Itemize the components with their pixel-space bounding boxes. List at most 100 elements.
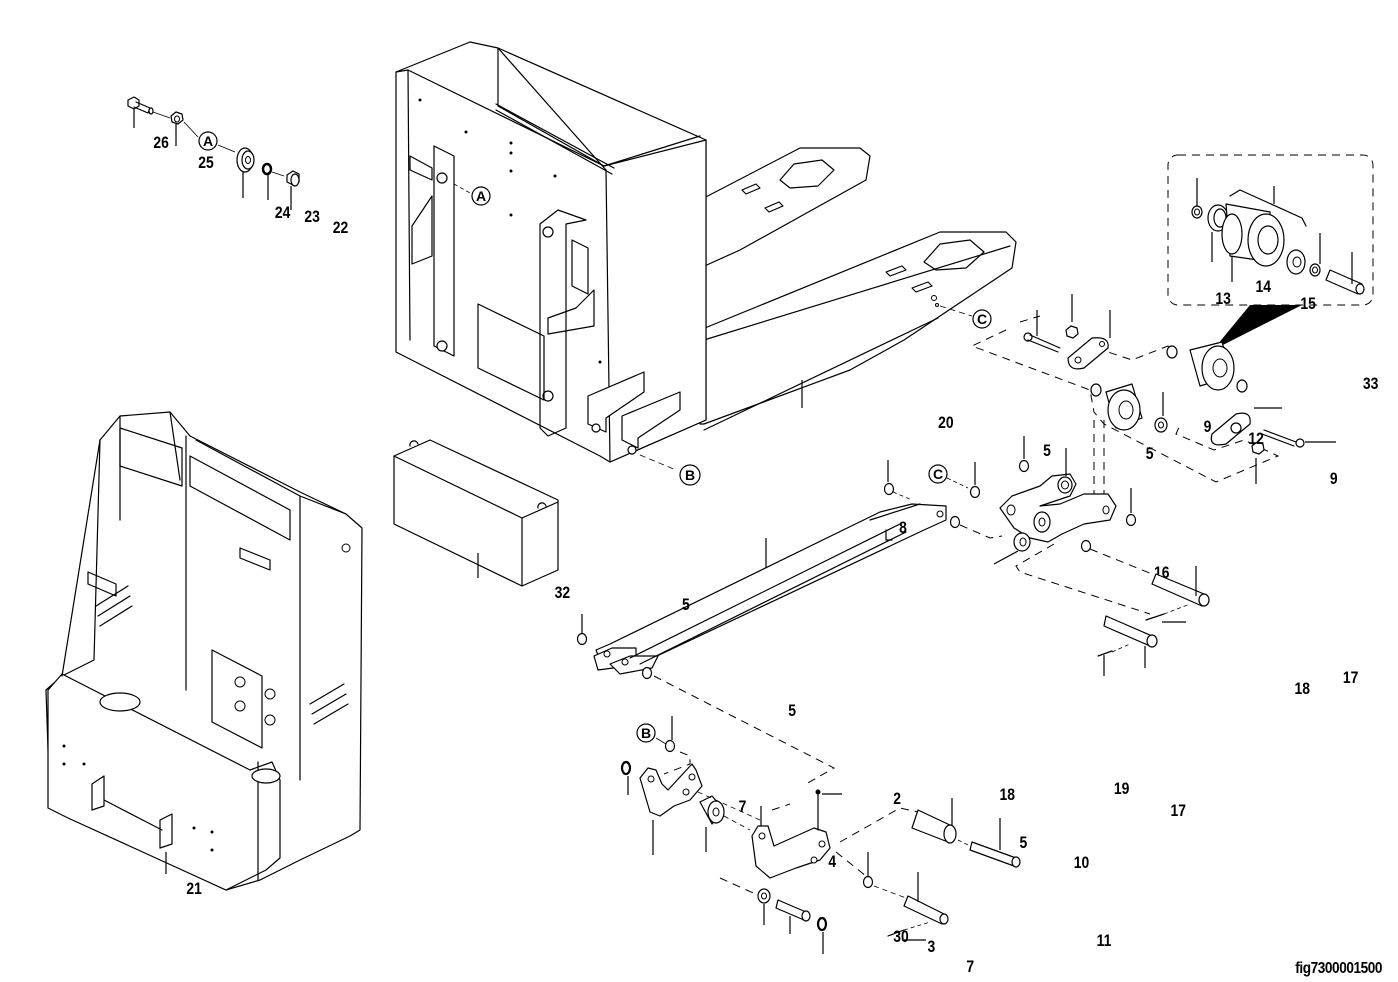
callout-18-lower[interactable]: 18 <box>999 786 1015 805</box>
part-12-roller-bracket[interactable] <box>999 473 1117 543</box>
part-13-bolt-left[interactable] <box>1023 332 1061 353</box>
callout-17-upper[interactable]: 17 <box>1343 669 1358 688</box>
part-3-pin[interactable] <box>775 899 811 922</box>
linkage-group: 8 5 5 5 C <box>576 418 1358 785</box>
part-9-bushing-top[interactable] <box>1018 459 1030 473</box>
callout-17-lower[interactable]: 17 <box>1171 802 1186 821</box>
part-25-nut[interactable] <box>170 111 184 125</box>
part-5-bushing-bracket[interactable] <box>664 739 676 753</box>
part-18-split-pin-lower[interactable] <box>815 789 821 831</box>
callout-2[interactable]: 2 <box>893 790 901 809</box>
part-23-retaining-ring[interactable] <box>261 162 273 176</box>
callout-7-right[interactable]: 7 <box>966 958 974 977</box>
part-10-pin-upper[interactable] <box>1151 573 1210 607</box>
callout-5-top-left[interactable]: 5 <box>1043 442 1051 461</box>
part-17-pin-lower[interactable] <box>969 841 1021 868</box>
callout-25[interactable]: 25 <box>198 154 214 173</box>
part-16-roller[interactable] <box>1013 532 1031 552</box>
part-17-pin-upper[interactable] <box>1103 615 1158 648</box>
part-14-nut-bottom[interactable] <box>1251 441 1265 455</box>
part-15-side-plate-bottom[interactable] <box>1210 412 1251 446</box>
part-22-cap[interactable] <box>286 170 300 187</box>
part-20-fork-frame[interactable]: A B C 20 <box>395 41 1017 486</box>
callout-21[interactable]: 21 <box>186 880 202 899</box>
part-33-bearing[interactable] <box>1154 417 1168 433</box>
part-2-bracket[interactable] <box>751 825 831 879</box>
callout-13-top[interactable]: 13 <box>1215 290 1231 309</box>
part-6-load-roller-upper[interactable] <box>1166 341 1248 393</box>
part-8-push-rod[interactable] <box>593 503 947 675</box>
ref-marker-c-2: C <box>928 464 948 484</box>
part-27-retaining-ring-right[interactable] <box>1309 263 1321 277</box>
callout-4[interactable]: 4 <box>828 853 836 872</box>
part-24-wheel[interactable] <box>236 147 255 173</box>
part-9-bushing-right[interactable] <box>1125 513 1137 527</box>
callout-3[interactable]: 3 <box>927 938 935 957</box>
svg-text:B: B <box>685 467 695 483</box>
svg-text:A: A <box>476 188 486 204</box>
callout-33[interactable]: 33 <box>1363 375 1379 394</box>
ref-marker-b-2: B <box>636 723 656 743</box>
part-26-bolt[interactable] <box>127 96 154 115</box>
callout-5-rod[interactable]: 5 <box>682 596 690 615</box>
part-11-split-pin-lower[interactable] <box>887 929 905 937</box>
part-32-battery[interactable]: 32 <box>393 439 571 603</box>
part-5-bushing-link-right[interactable] <box>1080 539 1092 553</box>
svg-text:C: C <box>977 311 987 327</box>
ref-marker-c-1: C <box>972 309 992 329</box>
part-16-roller-lower-wheel[interactable] <box>1090 383 1143 431</box>
svg-text:B: B <box>641 725 651 741</box>
detail-pointer-arrow <box>1213 305 1302 350</box>
part-18-split-pin-upper[interactable] <box>1097 650 1113 657</box>
svg-text:C: C <box>933 466 943 482</box>
callout-32[interactable]: 32 <box>555 584 571 603</box>
callout-18-upper[interactable]: 18 <box>1294 680 1310 699</box>
callout-20[interactable]: 20 <box>938 414 953 433</box>
part-10-pin-lower[interactable] <box>903 895 949 925</box>
roller-assembly-detail-inset: 27 29 27 28 31 6 <box>1167 154 1374 350</box>
part-27-retaining-ring-left[interactable] <box>1191 205 1203 219</box>
callout-15-top[interactable]: 15 <box>1300 295 1316 314</box>
part-7-retaining-ring-right[interactable] <box>816 916 828 932</box>
part-5-bushing-rod-bottom[interactable] <box>641 666 653 680</box>
part-19-sleeve[interactable] <box>911 809 957 844</box>
part-5-bushing-top-mid[interactable] <box>969 485 981 499</box>
callout-5-bracket[interactable]: 5 <box>788 702 796 721</box>
callout-9-right[interactable]: 9 <box>1330 470 1338 489</box>
part-1-bracket[interactable] <box>639 763 703 817</box>
ref-marker-a-1: A <box>198 131 218 151</box>
part-21-chassis[interactable]: 21 <box>45 411 363 899</box>
callout-14-top[interactable]: 14 <box>1256 278 1272 297</box>
callout-8[interactable]: 8 <box>899 519 907 538</box>
callout-26[interactable]: 26 <box>153 134 169 153</box>
callout-11-lower[interactable]: 11 <box>1097 932 1112 951</box>
part-15-side-plate-top[interactable] <box>1067 337 1109 370</box>
part-33-bearing-inset[interactable] <box>1286 249 1306 275</box>
callout-22[interactable]: 22 <box>333 219 349 238</box>
callout-23[interactable]: 23 <box>304 208 320 227</box>
figure-id-label: fig7300001500 <box>1295 960 1382 977</box>
callout-7-left[interactable]: 7 <box>739 798 747 817</box>
part-6-load-roller[interactable] <box>1221 203 1285 267</box>
part-5-bushing-rod-end[interactable] <box>949 515 961 529</box>
part-13-bolt-right[interactable] <box>1261 429 1305 448</box>
callout-30[interactable]: 30 <box>893 928 908 947</box>
callout-10-lower[interactable]: 10 <box>1074 854 1089 873</box>
callout-24[interactable]: 24 <box>275 204 291 223</box>
ref-marker-b-1: B <box>679 464 701 486</box>
svg-text:A: A <box>203 133 213 149</box>
callout-5-top-mid[interactable]: 5 <box>1146 445 1154 464</box>
callout-5-lower[interactable]: 5 <box>1020 834 1028 853</box>
callout-12[interactable]: 12 <box>1248 430 1264 449</box>
callout-9-top[interactable]: 9 <box>1204 418 1212 437</box>
part-11-split-pin-upper[interactable] <box>1145 613 1165 621</box>
part-30-bushing[interactable] <box>757 888 771 904</box>
part-4-bushing[interactable] <box>699 795 725 825</box>
callout-19[interactable]: 19 <box>1114 780 1130 799</box>
part-5-bushing-top-left[interactable] <box>883 482 895 496</box>
part-5-bushing-rod-left[interactable] <box>576 632 588 646</box>
part-14-nut-top[interactable] <box>1065 325 1079 339</box>
part-7-retaining-ring-left[interactable] <box>620 760 632 776</box>
part-5-bushing-lower[interactable] <box>862 875 874 889</box>
part-28-axle[interactable] <box>1325 269 1365 295</box>
